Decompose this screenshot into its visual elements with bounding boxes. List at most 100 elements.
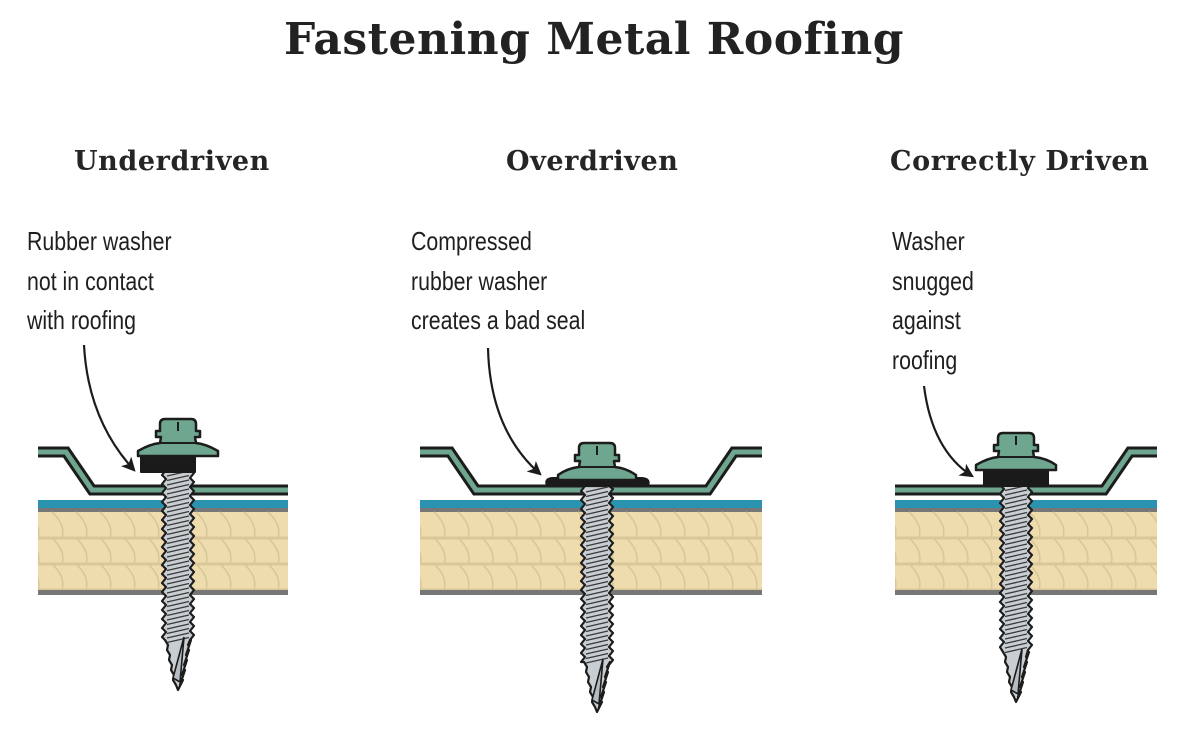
thread-line bbox=[166, 614, 190, 621]
grain-curve bbox=[75, 511, 88, 539]
grain-curve bbox=[420, 550, 422, 565]
thread-line bbox=[166, 479, 190, 486]
thread-line bbox=[166, 596, 190, 603]
grain-curve bbox=[1100, 511, 1113, 539]
thread-line bbox=[1004, 498, 1028, 505]
note-correctly-driven: Washer snugged against roofing bbox=[892, 222, 974, 380]
grain-curve bbox=[147, 537, 160, 565]
grain-curve bbox=[1052, 537, 1065, 565]
grain-curve bbox=[99, 511, 112, 539]
callout-arrow bbox=[922, 385, 974, 478]
thread-line bbox=[585, 522, 609, 529]
grain-curve bbox=[75, 537, 88, 565]
thread-line bbox=[585, 607, 609, 615]
grain-curve bbox=[625, 537, 638, 565]
grain-curve bbox=[932, 537, 945, 565]
screw-shank bbox=[998, 478, 1034, 704]
grain-curve bbox=[481, 511, 494, 539]
grain-curve bbox=[1124, 563, 1137, 591]
thread-line bbox=[585, 643, 609, 651]
thread-line bbox=[166, 605, 190, 612]
thread-line bbox=[585, 630, 609, 637]
thread-line bbox=[585, 540, 609, 547]
panel-overdriven bbox=[420, 347, 781, 714]
thread-line bbox=[585, 648, 609, 655]
grain-curve bbox=[980, 511, 993, 539]
thread-line bbox=[166, 618, 190, 626]
grain-curve bbox=[505, 511, 518, 539]
thread-line bbox=[166, 488, 190, 495]
thread-line bbox=[585, 603, 609, 610]
thread-line bbox=[1004, 552, 1028, 559]
note-line: snugged bbox=[892, 265, 974, 296]
thread-line bbox=[585, 571, 609, 579]
grain-curve bbox=[99, 563, 112, 591]
grain-curve bbox=[1052, 511, 1065, 539]
rubber-washer bbox=[983, 470, 1049, 487]
grain-curve bbox=[908, 537, 921, 565]
thread-line bbox=[585, 558, 609, 565]
grain-curve bbox=[51, 511, 64, 539]
thread-line bbox=[166, 564, 190, 572]
thread-line bbox=[585, 634, 609, 642]
grain-curve bbox=[745, 511, 758, 539]
thread-line bbox=[585, 576, 609, 583]
grain-curve bbox=[219, 537, 232, 565]
grain-curve bbox=[649, 563, 662, 591]
note-overdriven: Compressed rubber washer creates a bad s… bbox=[411, 222, 585, 341]
thread-line bbox=[585, 499, 609, 507]
screw-head bbox=[556, 441, 638, 482]
grain-curve bbox=[745, 563, 758, 591]
grain-curve bbox=[895, 550, 897, 565]
grain-curve bbox=[770, 538, 781, 564]
thread-line bbox=[166, 501, 190, 509]
thread-line bbox=[166, 537, 190, 545]
grain-curve bbox=[770, 512, 781, 538]
thread-line bbox=[585, 486, 609, 493]
grain-curve bbox=[1100, 537, 1113, 565]
thread-line bbox=[166, 542, 190, 549]
screw-tip-flute bbox=[1010, 648, 1023, 696]
thread-line bbox=[1004, 642, 1028, 649]
thread-line bbox=[166, 600, 190, 608]
thread-line bbox=[585, 580, 609, 588]
thread-line bbox=[166, 573, 190, 581]
thread-line bbox=[1004, 493, 1028, 501]
grain-curve bbox=[553, 563, 566, 591]
thread-line bbox=[166, 632, 190, 639]
thread-line bbox=[166, 510, 190, 518]
grain-curve bbox=[553, 511, 566, 539]
thread-line bbox=[585, 526, 609, 534]
grain-curve bbox=[99, 537, 112, 565]
grain-curve bbox=[770, 564, 781, 590]
thread-line bbox=[1004, 615, 1028, 622]
thread-line bbox=[585, 544, 609, 552]
grain-curve bbox=[243, 537, 256, 565]
thread-line bbox=[585, 585, 609, 592]
rubber-washer bbox=[140, 456, 196, 473]
grain-curve bbox=[529, 511, 542, 539]
grain-curve bbox=[932, 563, 945, 591]
grain-curve bbox=[673, 537, 686, 565]
grain-curve bbox=[123, 537, 136, 565]
note-line: not in contact bbox=[27, 265, 154, 296]
thread-line bbox=[1004, 565, 1028, 573]
diagram-title: Fastening Metal Roofing bbox=[284, 14, 904, 65]
grain-curve bbox=[625, 563, 638, 591]
thread-line bbox=[166, 582, 190, 590]
thread-line bbox=[1004, 547, 1028, 555]
grain-curve bbox=[267, 511, 280, 539]
note-line: against bbox=[892, 305, 961, 335]
thread-line bbox=[166, 492, 190, 500]
screw-shank bbox=[579, 484, 615, 714]
thread-line bbox=[166, 533, 190, 540]
grain-curve bbox=[980, 537, 993, 565]
grain-curve bbox=[38, 576, 40, 591]
grain-curve bbox=[908, 511, 921, 539]
grain-curve bbox=[895, 524, 897, 539]
thread-line bbox=[585, 531, 609, 538]
thread-line bbox=[585, 508, 609, 516]
thread-line bbox=[1004, 525, 1028, 532]
note-line: Compressed bbox=[411, 226, 532, 256]
